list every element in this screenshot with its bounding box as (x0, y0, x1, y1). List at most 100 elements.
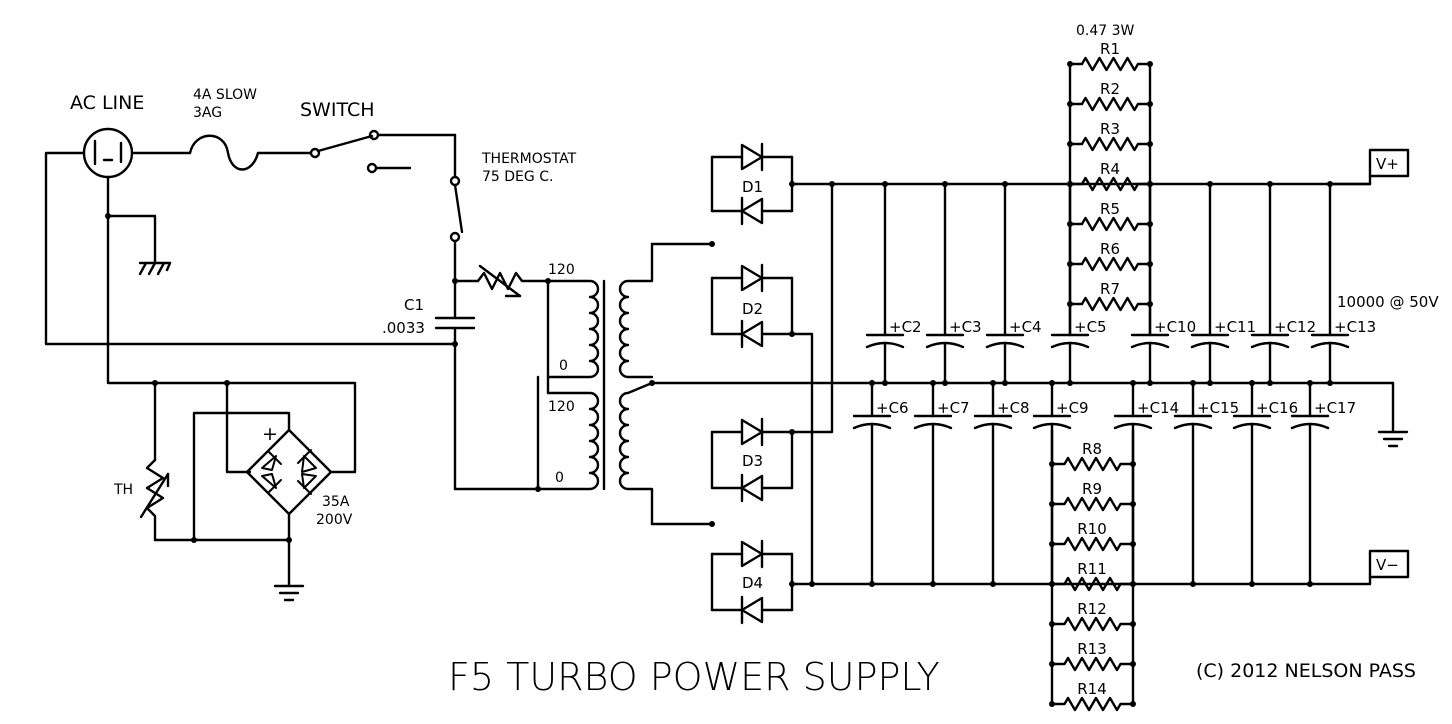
diode-d1a (710, 142, 794, 172)
c1-value-label: .0033 (382, 319, 425, 337)
capacitor-c9-label: +C9 (1056, 399, 1089, 417)
resistor-r4-label: R4 (1100, 160, 1120, 178)
resistor-r9-label: R9 (1082, 480, 1102, 498)
bridge-voltage-label: 200V (316, 512, 353, 528)
capacitor-c14-label: +C14 (1137, 399, 1179, 417)
capacitor-c15-label: +C15 (1197, 399, 1239, 417)
resistor-r12-label: R12 (1077, 600, 1107, 618)
resistor-r13-label: R13 (1077, 640, 1107, 658)
capacitor-c16-label: +C16 (1256, 399, 1298, 417)
rectifier-diodes (710, 142, 794, 625)
fuse-type-label: 3AG (193, 105, 222, 121)
capacitor-c8-label: +C8 (997, 399, 1030, 417)
diode-d1b (710, 196, 794, 226)
resistor-r11 (1050, 576, 1135, 592)
inrush-thermistor-icon (476, 264, 550, 298)
diode-pair-d3 (710, 430, 794, 490)
resistor-r13 (1050, 656, 1135, 672)
resistor-r3 (1068, 136, 1152, 152)
capacitor-c7 (913, 380, 953, 587)
resistor-r14-label: R14 (1077, 680, 1107, 698)
capacitor-c3-label: +C3 (949, 318, 982, 336)
capacitor-rating-label: 10000 @ 50V (1337, 293, 1439, 311)
tap-120-top-label: 120 (548, 262, 575, 278)
resistor-r4 (1068, 176, 1152, 192)
diode-label-d1: D1 (742, 178, 763, 196)
capacitor-c3 (925, 181, 965, 386)
capacitor-c15 (1173, 380, 1213, 587)
ground-icon-bridge (273, 584, 305, 602)
resistor-r8-label: R8 (1082, 440, 1102, 458)
earth-wire (106, 175, 157, 264)
fuse-icon (188, 134, 260, 171)
capacitor-c7-label: +C7 (937, 399, 970, 417)
ac-line-label: AC LINE (70, 92, 144, 114)
capacitor-c6 (852, 380, 892, 587)
resistor-r1 (1068, 56, 1152, 72)
thermistor-label: TH (113, 482, 133, 498)
thermostat-icon (449, 175, 464, 243)
capacitor-c16 (1232, 380, 1272, 587)
resistor-rating-label: 0.47 3W (1076, 23, 1135, 39)
diode-label-d2: D2 (742, 300, 763, 318)
capacitor-c17 (1290, 380, 1330, 587)
tap-0-bottom-label: 0 (555, 470, 564, 486)
resistor-r7 (1068, 296, 1152, 312)
diode-d4a (710, 539, 794, 569)
ac-inlet (82, 127, 134, 179)
diode-d4b (710, 595, 794, 625)
capacitor-c11 (1190, 181, 1230, 386)
vminus-label: V− (1376, 556, 1399, 574)
resistor-r6-label: R6 (1100, 240, 1120, 258)
resistor-r14 (1050, 696, 1135, 712)
vplus-label: V+ (1376, 155, 1399, 173)
thermostat-temp-label: 75 DEG C. (482, 169, 553, 185)
neutral-wire (44, 151, 457, 346)
resistor-r1-label: R1 (1100, 40, 1120, 58)
capacitor-c2 (865, 181, 905, 386)
diode-d3b (710, 473, 794, 503)
copyright-label: (C) 2012 NELSON PASS (1196, 660, 1416, 682)
capacitor-c8 (973, 380, 1013, 587)
resistor-r2-label: R2 (1100, 80, 1120, 98)
capacitor-c10-label: +C10 (1154, 318, 1196, 336)
capacitor-c17-label: +C17 (1314, 399, 1356, 417)
resistor-r12 (1050, 616, 1135, 632)
fuse-rating-label: 4A SLOW (193, 87, 257, 103)
thermostat-label: THERMOSTAT (481, 151, 577, 167)
switch-label: SWITCH (300, 99, 375, 121)
diode-label-d4: D4 (742, 574, 763, 592)
capacitor-c4-label: +C4 (1009, 318, 1042, 336)
schematic-title: F5 TURBO POWER SUPPLY (448, 655, 940, 699)
transformer-icon (453, 242, 654, 526)
resistor-r3-label: R3 (1100, 120, 1120, 138)
junction-dots (105, 181, 835, 587)
resistor-r9 (1050, 496, 1135, 512)
bridge-plus-label: + (262, 423, 278, 445)
diode-d2b (710, 319, 794, 349)
capacitor-c11-label: +C11 (1214, 318, 1256, 336)
c1-name-label: C1 (404, 296, 424, 314)
diode-label-d3: D3 (742, 452, 763, 470)
diode-d2a (710, 263, 794, 293)
resistor-r6 (1068, 256, 1152, 272)
bridge-current-label: 35A (322, 494, 350, 510)
resistor-r7-label: R7 (1100, 280, 1120, 298)
resistor-r5 (1068, 216, 1152, 232)
resistor-r5-label: R5 (1100, 200, 1120, 218)
thermistor-th-icon (139, 458, 170, 542)
capacitor-c2-label: +C2 (889, 318, 922, 336)
resistor-r11-label: R11 (1077, 560, 1107, 578)
diode-pair-d2 (710, 276, 794, 336)
switch-icon (309, 129, 412, 174)
capacitor-c6-label: +C6 (876, 399, 909, 417)
capacitor-c12 (1250, 181, 1290, 386)
tap-120-bottom-label: 120 (548, 399, 575, 415)
ground-icon-output (1377, 430, 1409, 448)
crc-resistor-banks (1049, 56, 1153, 712)
capacitor-c13-label: +C13 (1334, 318, 1376, 336)
diode-d3a (710, 417, 794, 447)
resistor-r10-label: R10 (1077, 520, 1107, 538)
vminus-terminal (1368, 549, 1410, 579)
